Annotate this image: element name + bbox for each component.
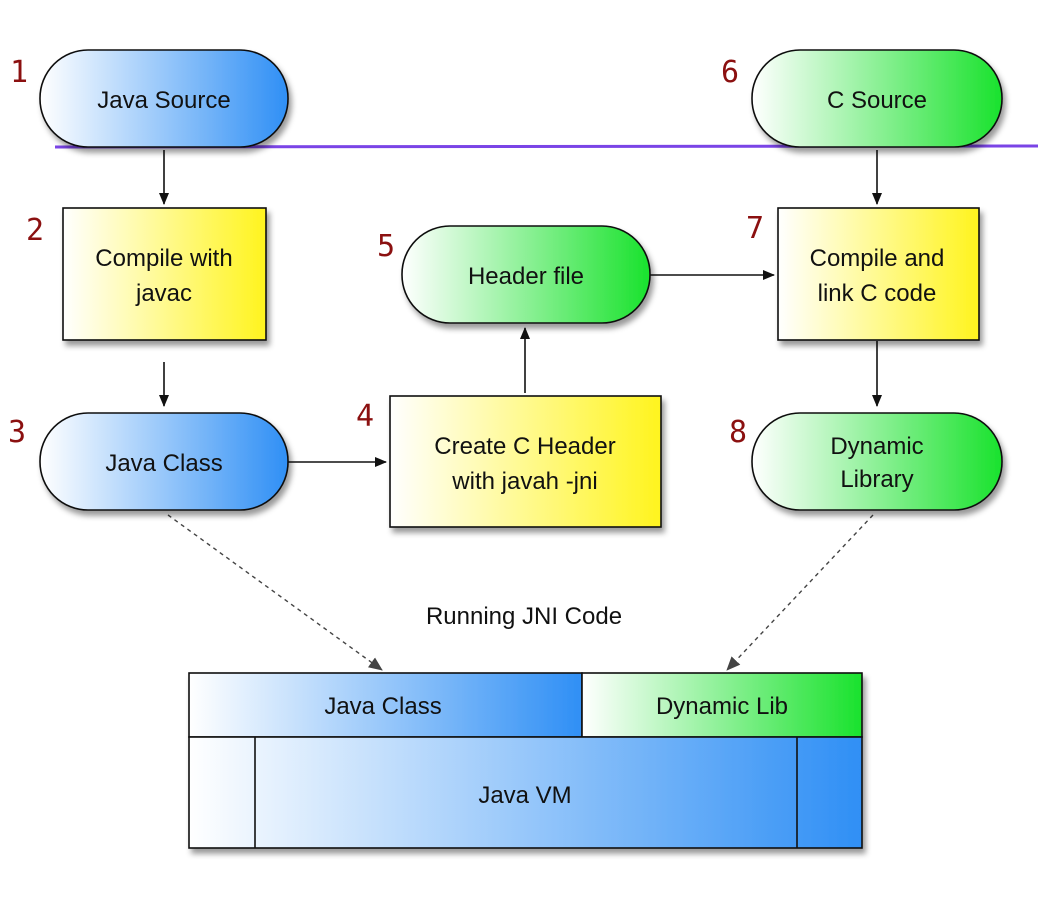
runtime-caption: Running JNI Code	[426, 603, 622, 630]
node-dynamic-library: Dynamic Library	[751, 412, 1003, 511]
step-number-8: 8	[729, 415, 747, 450]
step-number-7: 7	[746, 211, 764, 246]
dynamic-library-shape	[751, 412, 1003, 511]
node-java-source: Java Source	[39, 49, 289, 148]
java-source-label: Java Source	[97, 87, 230, 114]
compile-javac-line-2: javac	[135, 280, 192, 307]
dotted-arrow-java-class-to-runtime	[167, 514, 383, 671]
dynamic-library-line-2: Library	[840, 466, 913, 493]
step-number-3: 3	[8, 415, 26, 450]
step-number-1: 1	[10, 55, 28, 90]
step-number-6: 6	[721, 55, 739, 90]
step-numbers: 1 2 3 4 5 6 7 8	[8, 55, 764, 450]
node-header-file: Header file	[401, 225, 651, 324]
runtime-stack	[188, 672, 863, 849]
runtime-java-vm-label: Java VM	[478, 782, 571, 809]
step-number-5: 5	[377, 229, 395, 264]
connectors	[159, 150, 882, 467]
c-source-label: C Source	[827, 87, 927, 114]
create-header-line-1: Create C Header	[434, 433, 615, 460]
compile-javac-line-1: Compile with	[95, 245, 232, 272]
java-class-label: Java Class	[105, 450, 222, 477]
runtime-dynamic-lib-shape	[581, 672, 863, 738]
compile-c-shape	[777, 207, 980, 341]
dotted-connectors	[167, 514, 874, 671]
create-header-shape	[389, 395, 662, 528]
step-number-4: 4	[356, 399, 374, 434]
node-java-class: Java Class	[39, 412, 289, 511]
runtime-java-class-shape	[188, 672, 583, 738]
compile-c-line-1: Compile and	[810, 245, 945, 272]
compile-c-line-2: link C code	[818, 280, 937, 307]
compile-javac-shape	[62, 207, 267, 341]
runtime-dynamic-lib-label: Dynamic Lib	[656, 693, 788, 720]
dynamic-library-line-1: Dynamic	[830, 433, 923, 460]
runtime-java-class-label: Java Class	[324, 693, 441, 720]
header-file-label: Header file	[468, 263, 584, 290]
node-compile-c: Compile and link C code	[777, 207, 980, 341]
node-compile-javac: Compile with javac	[62, 207, 267, 341]
java-class-shape	[39, 412, 289, 511]
step-number-2: 2	[26, 213, 44, 248]
header-file-shape	[401, 225, 651, 324]
node-c-source: C Source	[751, 49, 1003, 148]
c-source-shape	[751, 49, 1003, 148]
dotted-arrow-library-to-runtime	[726, 514, 874, 671]
node-create-header: Create C Header with javah -jni	[389, 395, 662, 528]
java-source-shape	[39, 49, 289, 148]
create-header-line-2: with javah -jni	[451, 468, 597, 495]
runtime-java-vm-shape	[188, 736, 863, 849]
